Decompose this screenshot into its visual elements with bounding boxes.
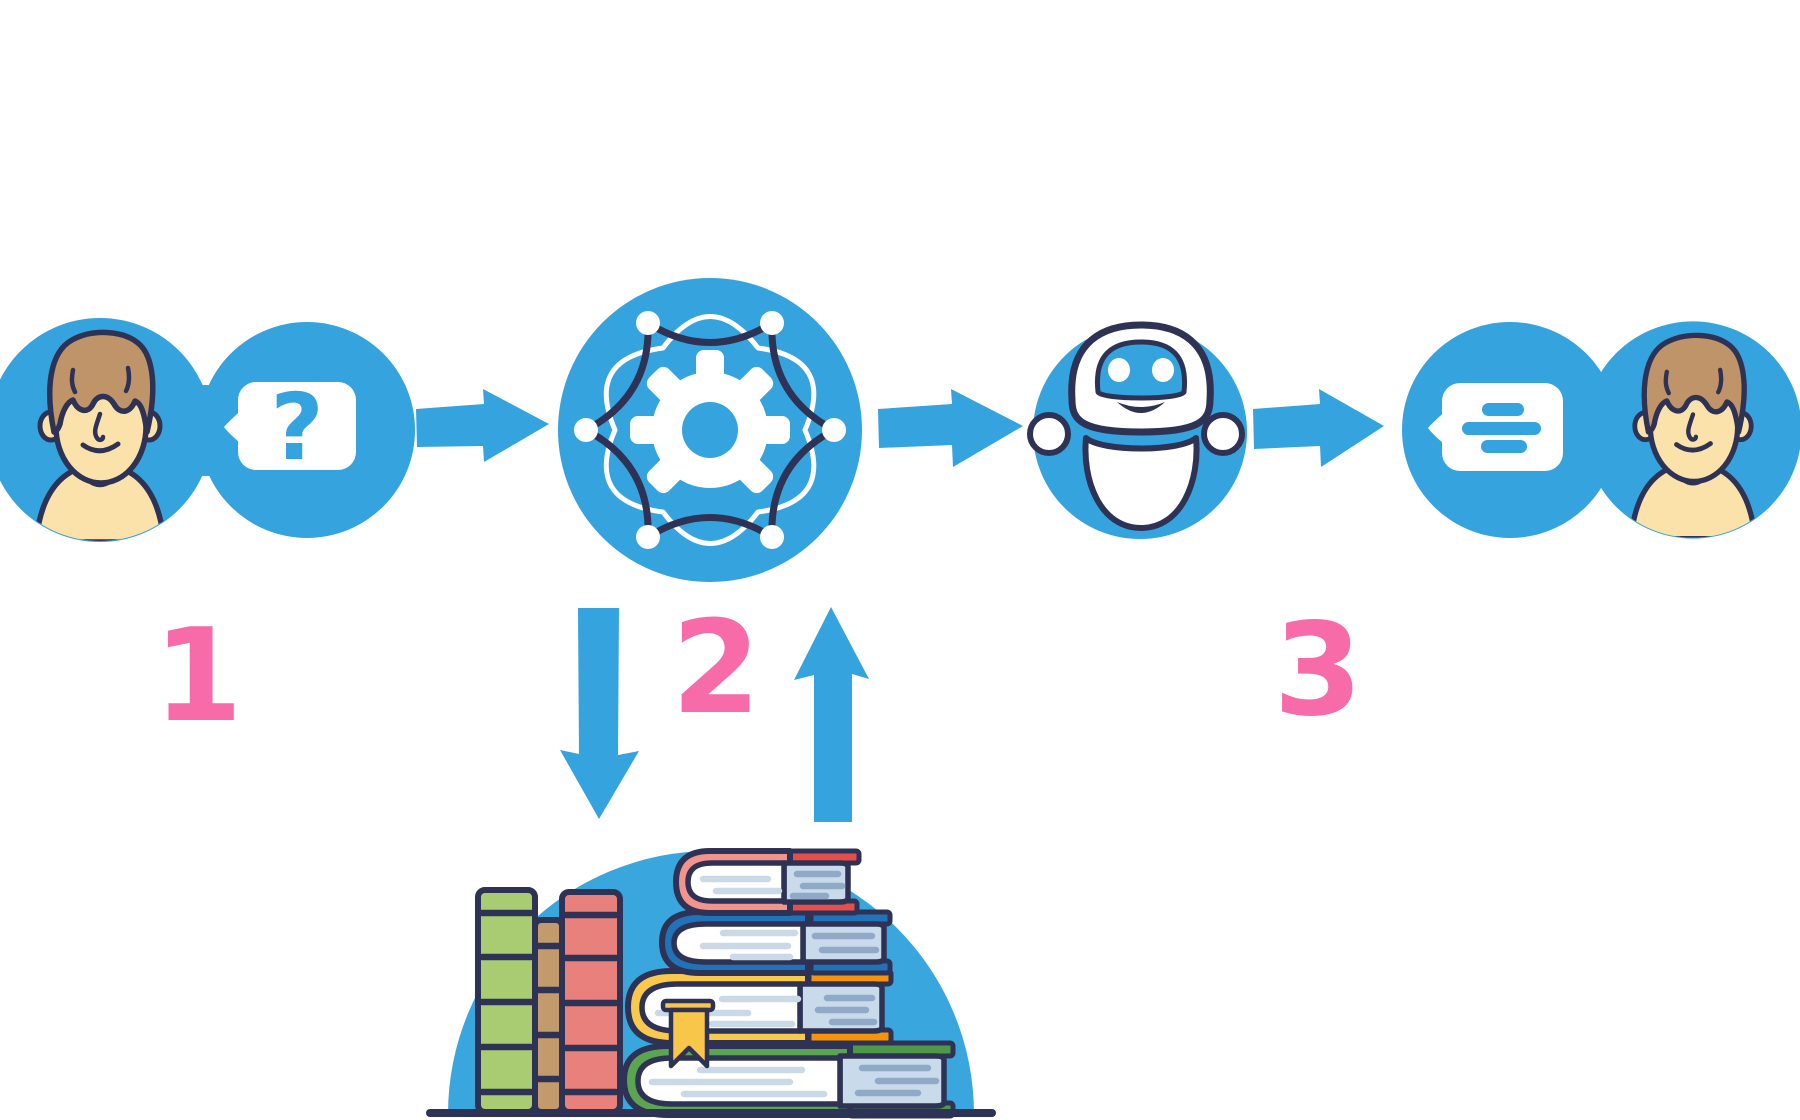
question-mark: ? [270,374,323,481]
robot-visor [1094,339,1188,401]
arrow-right-icon-1 [416,389,549,462]
standing-book-brown [532,917,565,1115]
robot-right-eye [1152,358,1174,382]
user-avatar-icon [1584,321,1800,538]
step-number-2: 2 [671,594,760,743]
stacked-book-blue [659,909,893,976]
arrow-right-icon-3 [1253,389,1384,467]
step3-answer-user [1402,321,1800,538]
standing-book-red [559,889,623,1115]
step-number-1: 1 [153,602,242,751]
gear-network-icon [574,311,846,549]
network-nodes [574,311,846,549]
robot-mouth [1117,402,1165,413]
gear-icon [630,350,790,494]
arrow-right-icon-2 [878,389,1023,467]
robot-icon [1027,321,1247,539]
step1-user-question: ? [0,318,415,542]
step2-processor [558,278,862,582]
arrow-down-icon [560,608,639,819]
robot-left-hand [1027,412,1071,456]
robot-body [1082,435,1200,531]
arrow-up-icon [794,607,869,822]
robot-right-hand [1201,412,1245,456]
user-avatar-icon [0,318,212,542]
robot-left-eye [1108,358,1130,382]
stacked-book-green [621,1040,956,1119]
question-bubble-icon: ? [224,374,356,481]
standing-book-green [475,887,538,1115]
step-number-3: 3 [1273,596,1362,745]
answer-text-lines [1462,403,1541,453]
stacked-book-salmon [673,848,862,916]
answer-bubble-icon [1428,383,1563,471]
knowledge-books-icon [426,848,996,1119]
bookmark-icon [660,998,716,1069]
